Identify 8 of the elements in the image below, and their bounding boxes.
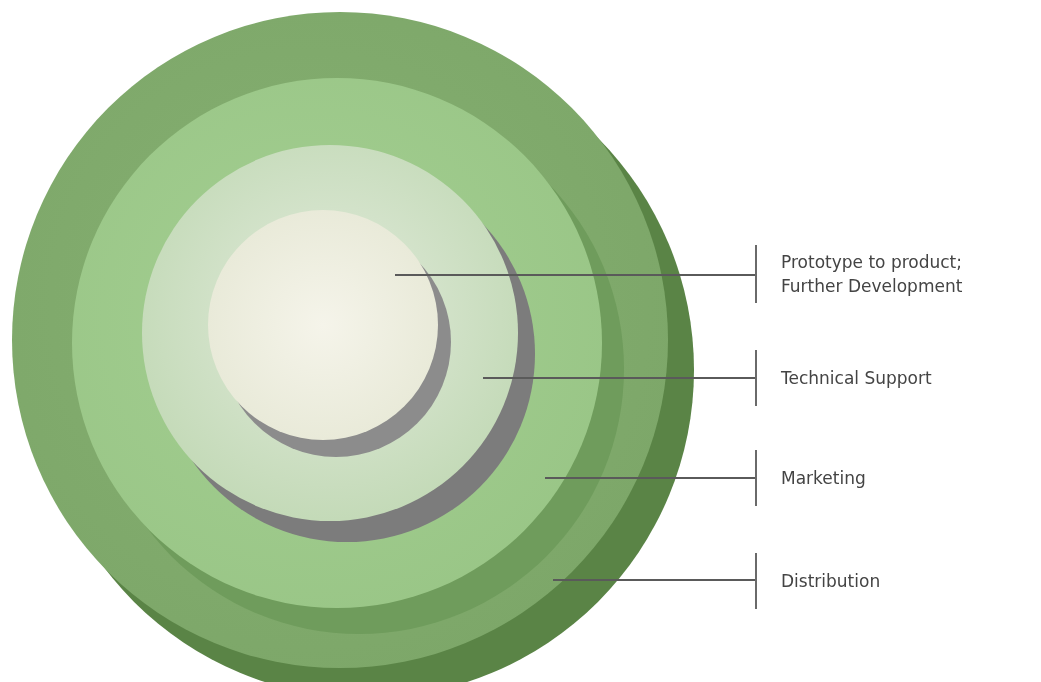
label-text: Distribution	[755, 553, 995, 609]
label-text: Prototype to product; Further Development	[755, 245, 1021, 303]
leader-line	[552, 579, 756, 581]
label-text: Technical Support	[755, 350, 995, 406]
leader-line	[482, 377, 756, 379]
leader-line	[394, 274, 756, 276]
label-text: Marketing	[755, 450, 995, 506]
leader-line	[544, 477, 756, 479]
